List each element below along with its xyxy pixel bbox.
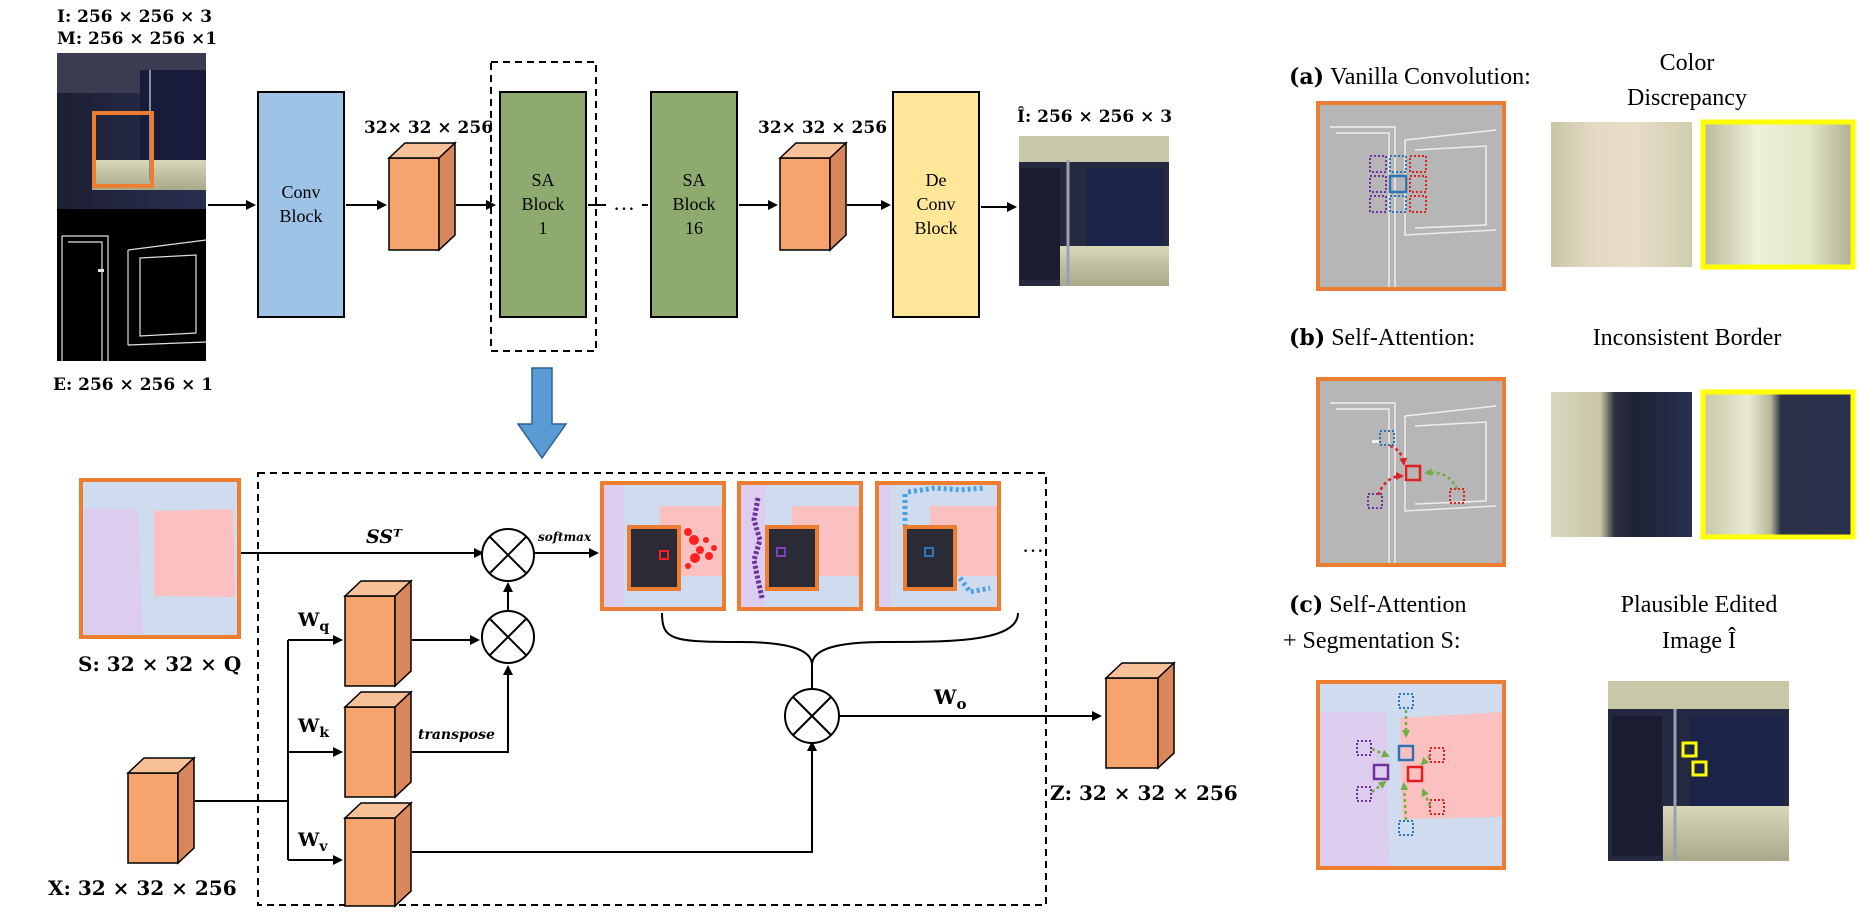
multiply-node-1 <box>481 528 535 582</box>
output-dim: Î: 256 × 256 × 3 <box>1017 106 1172 127</box>
edge-map-image <box>57 209 207 361</box>
z-cube <box>1104 661 1176 770</box>
conv-block-label-1: Conv <box>281 182 320 202</box>
deconv-block <box>892 91 980 318</box>
panel-c-title-1: (c)Self-Attention <box>1289 592 1467 618</box>
attention-brace <box>661 612 1019 666</box>
s-dim-label: S: 32 × 32 × Q <box>78 652 241 676</box>
sa-block-1-label-2: Block <box>522 194 565 214</box>
sa-block-16-label-3: 16 <box>685 218 703 238</box>
input-image <box>57 53 206 209</box>
panel-c-note-2: Image Î <box>1662 628 1736 654</box>
multiply-node-3 <box>784 688 840 744</box>
segmentation-map-s <box>79 478 241 639</box>
panel-b-image <box>1316 377 1506 567</box>
panel-b-crop-2 <box>1700 389 1856 540</box>
panel-a-crop-2 <box>1700 119 1856 270</box>
panel-b-crop-1 <box>1551 392 1692 537</box>
sa-block-1-label-3: 1 <box>539 218 548 238</box>
x-dim-label: X: 32 × 32 × 256 <box>48 876 237 900</box>
value-arrow <box>412 741 817 853</box>
wv-label: Wv <box>297 829 328 855</box>
sa-block-detail-frame <box>257 472 1047 906</box>
panel-c-image <box>1316 680 1506 870</box>
sa-block-highlight <box>490 61 597 352</box>
wq-label: Wq <box>297 609 329 635</box>
panel-c-result-image <box>1608 681 1789 861</box>
sa-block-1-label-1: SA <box>531 170 554 190</box>
panel-c-note-1: Plausible Edited <box>1621 592 1778 618</box>
sa-block-16 <box>650 91 738 318</box>
panel-b-title: (b)Self-Attention: <box>1289 325 1475 351</box>
feature-cube-1 <box>387 141 457 252</box>
input-i-label: I: 256 × 256 × 3 <box>57 7 212 27</box>
transpose-label: transpose <box>418 727 495 743</box>
sa-block-1 <box>499 91 587 318</box>
output-image <box>1019 136 1169 286</box>
wk-label: Wk <box>297 715 329 741</box>
input-e-label: E: 256 × 256 × 1 <box>53 375 213 395</box>
wv-cube <box>343 801 413 908</box>
attention-map-2 <box>737 481 863 611</box>
sa-block-16-label-1: SA <box>682 170 705 190</box>
wk-cube <box>343 690 413 799</box>
feature1-dim: 32× 32 × 256 <box>364 118 493 138</box>
panel-a-crop-1 <box>1551 122 1692 267</box>
wo-label: Wo <box>933 685 966 713</box>
softmax-label: softmax <box>538 530 592 544</box>
conv-block <box>257 91 345 318</box>
attention-map-3 <box>875 481 1001 611</box>
blocks-ellipsis: … <box>613 190 635 215</box>
attention-map-1 <box>600 481 726 611</box>
panel-a-note-2: Discrepancy <box>1627 85 1747 111</box>
deconv-block-label-1: De <box>926 170 947 190</box>
sst-label: SSᵀ <box>366 526 403 548</box>
x-cube <box>126 756 196 865</box>
expand-arrow-icon <box>516 367 568 460</box>
input-m-label: M: 256 × 256 ×1 <box>57 29 217 49</box>
transpose-arrow <box>412 665 513 753</box>
wq-cube <box>343 579 413 688</box>
conv-block-label-2: Block <box>280 206 323 226</box>
multiply-node-2 <box>481 610 535 664</box>
feature-cube-2 <box>778 141 848 252</box>
z-dim-label: Z: 32 × 32 × 256 <box>1050 781 1238 805</box>
deconv-block-label-3: Block <box>915 218 958 238</box>
feature2-dim: 32× 32 × 256 <box>758 118 887 138</box>
mask-region <box>92 111 154 188</box>
panel-a-note-1: Color <box>1660 50 1715 76</box>
attention-maps-ellipsis: … <box>1022 532 1044 557</box>
panel-a-title: (a)Vanilla Convolution: <box>1289 64 1531 90</box>
deconv-block-label-2: Conv <box>916 194 955 214</box>
panel-b-note: Inconsistent Border <box>1593 325 1782 351</box>
panel-a-image <box>1316 101 1506 291</box>
panel-c-title-2: + Segmentation S: <box>1283 628 1461 654</box>
sa-block-16-label-2: Block <box>673 194 716 214</box>
